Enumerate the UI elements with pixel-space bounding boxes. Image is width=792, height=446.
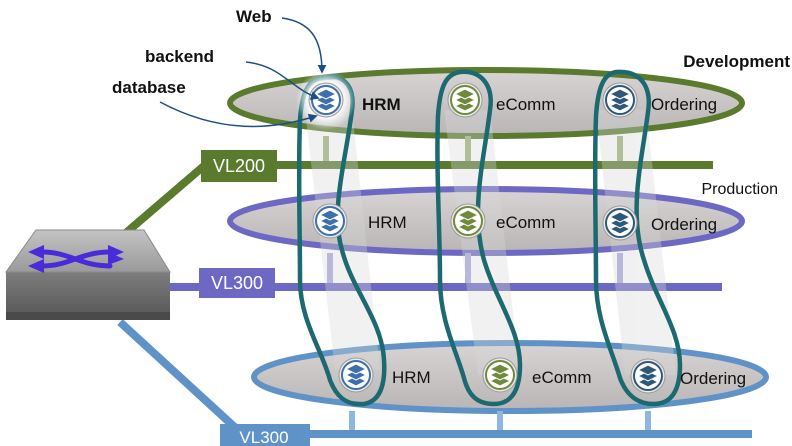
stacked-layers-icon-prod-ordering (602, 205, 638, 241)
annotations: Web backend database (112, 7, 327, 128)
stacked-layers-icon-prod-ecomm (450, 203, 486, 239)
stacked-layers-icon-third-ordering (630, 358, 666, 394)
app-label-dev-hrm: HRM (362, 95, 401, 114)
vlan-badge-third (220, 424, 310, 446)
stacked-layers-icon-third-ecomm (482, 357, 518, 393)
vlan-badge-development (201, 150, 277, 182)
arrow-backend (245, 61, 320, 100)
annotation-web: Web (236, 7, 272, 26)
annotation-database: database (112, 78, 186, 97)
env-label-production: Production (702, 181, 779, 198)
app-labels: HRM eComm Ordering HRM eComm Ordering HR… (362, 95, 746, 388)
app-label-prod-ordering: Ordering (651, 215, 717, 234)
app-label-third-hrm: HRM (392, 368, 431, 387)
ordering-loop (592, 69, 683, 407)
ecomm-loop (435, 69, 523, 407)
app-loops (296, 69, 683, 407)
app-label-dev-ordering: Ordering (651, 95, 717, 114)
vlan-label-development: VL200 (213, 156, 265, 176)
vlan-label-production: VL300 (211, 273, 263, 293)
app-column-shading (305, 110, 676, 375)
app-label-prod-hrm: HRM (368, 213, 407, 232)
stacked-layers-icon-third-hrm (338, 357, 374, 393)
arrow-web (281, 17, 327, 74)
stacked-layers-icon-dev-ordering (602, 82, 638, 118)
vlan-label-third: VL300 (239, 428, 288, 446)
stacked-layers-icon-dev-hrm (308, 82, 344, 118)
env-label-development: Development (683, 52, 790, 71)
vlan-badge-production (199, 268, 275, 298)
network-switch-icon (5, 229, 171, 320)
stacked-layers-icon-dev-ecomm (447, 82, 483, 118)
annotation-backend: backend (145, 47, 214, 66)
trunk-vl300-bottom (117, 319, 243, 435)
app-label-dev-ecomm: eComm (496, 95, 556, 114)
arrow-database (159, 101, 318, 128)
app-label-third-ordering: Ordering (680, 369, 746, 388)
hrm-loop (296, 74, 387, 407)
stacked-layers-icon-prod-hrm (312, 203, 348, 239)
app-label-third-ecomm: eComm (532, 368, 592, 387)
app-label-prod-ecomm: eComm (496, 213, 556, 232)
app-icons (308, 82, 666, 394)
